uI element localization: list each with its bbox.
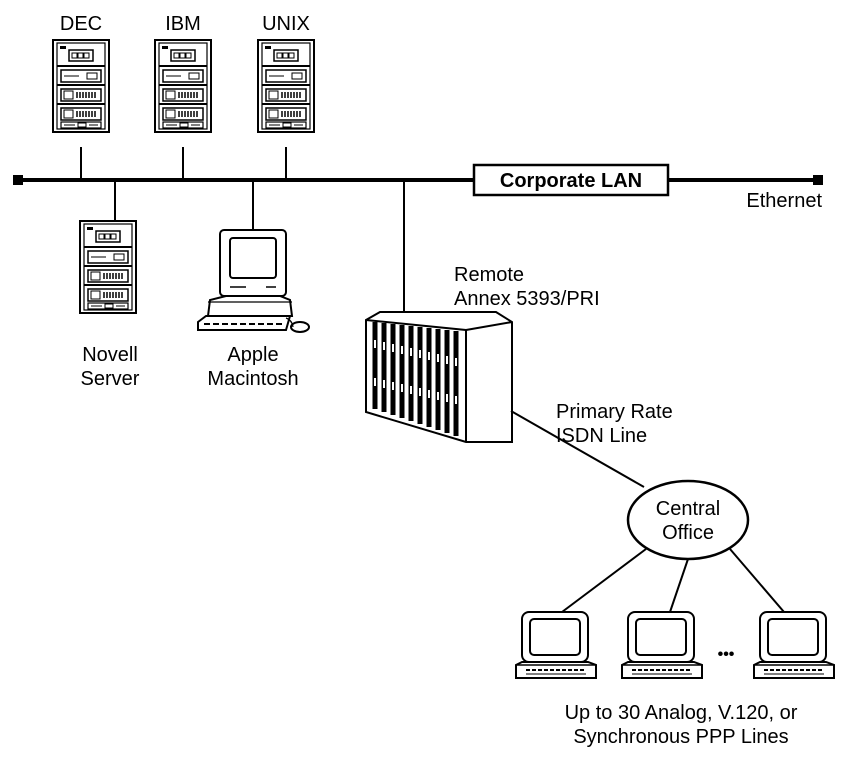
unix-label: UNIX: [262, 13, 310, 35]
lan-drops: [80, 147, 405, 312]
central-office: Central Office: [626, 479, 750, 561]
unix-server-icon: [257, 39, 315, 133]
remote-terminal-1-icon: [515, 611, 597, 679]
lan-label: Corporate LAN: [500, 170, 642, 192]
annex-chassis-icon: [365, 311, 513, 443]
remote-terminal-2-icon: [621, 611, 703, 679]
lan-label-box: Corporate LAN: [472, 163, 670, 197]
ellipsis-dots: •••: [718, 646, 735, 663]
novell-label-line2: Server: [81, 368, 140, 390]
mac-label-line2: Macintosh: [207, 368, 298, 390]
isdn-label-line1: Primary Rate: [556, 401, 673, 423]
remote-links: [561, 548, 785, 613]
central-office-line2: Office: [662, 522, 714, 544]
central-office-line1: Central: [656, 498, 720, 520]
remote-terminal-3-icon: [753, 611, 835, 679]
annex-label-line2: Annex 5393/PRI: [454, 288, 600, 310]
lan-terminator-left: [13, 175, 23, 185]
ibm-label: IBM: [165, 13, 201, 35]
lan-terminator-right: [813, 175, 823, 185]
ethernet-label: Ethernet: [746, 190, 822, 212]
remote-caption-line2: Synchronous PPP Lines: [573, 726, 788, 748]
remote-caption-line1: Up to 30 Analog, V.120, or: [565, 702, 798, 724]
lan-backbone: [13, 175, 823, 185]
mac-label-line1: Apple: [227, 344, 278, 366]
dec-server-icon: [52, 39, 110, 133]
isdn-line: [510, 410, 645, 488]
annex-label-line1: Remote: [454, 264, 524, 286]
novell-label-line1: Novell: [82, 344, 138, 366]
ibm-server-icon: [154, 39, 212, 133]
macintosh-icon: [197, 229, 310, 333]
isdn-label-line2: ISDN Line: [556, 425, 647, 447]
dec-label: DEC: [60, 13, 102, 35]
novell-server-icon: [79, 220, 137, 314]
